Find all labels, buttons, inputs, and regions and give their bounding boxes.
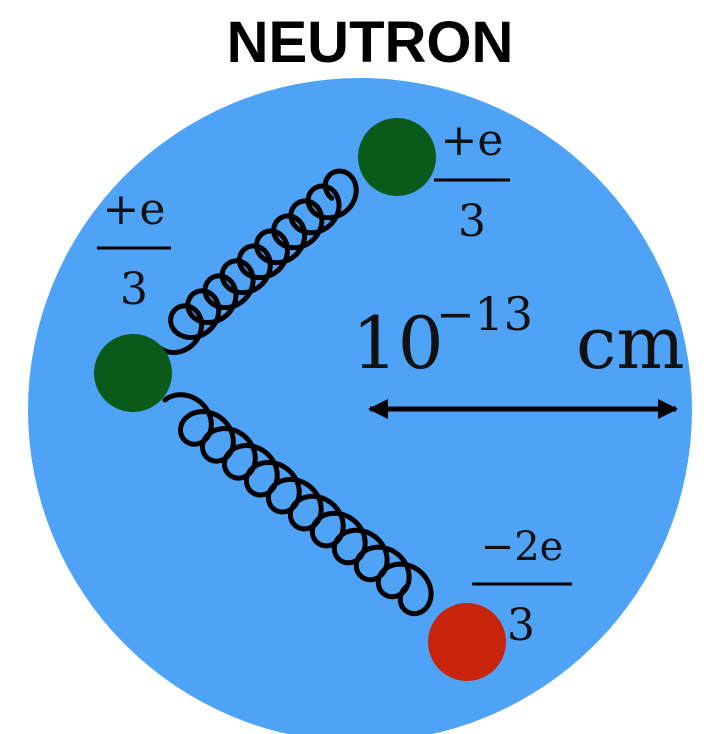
charge-numerator-top: +e	[441, 115, 504, 166]
charge-denominator-left: 3	[120, 264, 148, 315]
charge-label-left: +e 3	[97, 184, 171, 315]
up-quark-top	[358, 118, 436, 196]
charge-denominator-bottom: 3	[507, 600, 535, 651]
gluon-spring-upper	[157, 168, 359, 355]
down-quark-bottom	[428, 603, 506, 681]
scale-base: 10	[352, 301, 444, 385]
up-quark-left	[94, 334, 172, 412]
charge-numerator-left: +e	[103, 184, 166, 235]
charge-label-top: +e 3	[434, 115, 510, 247]
scale-label: 10 −13 cm	[352, 287, 685, 385]
neutron-body	[28, 78, 692, 734]
charge-numerator-bottom: −2e	[481, 524, 564, 570]
title: NEUTRON	[227, 10, 514, 75]
scale-exponent: −13	[436, 287, 533, 341]
charge-denominator-top: 3	[458, 196, 486, 247]
gluon-spring-lower	[162, 392, 434, 617]
scale-unit: cm	[576, 301, 685, 385]
charge-label-bottom: −2e 3	[472, 524, 572, 651]
